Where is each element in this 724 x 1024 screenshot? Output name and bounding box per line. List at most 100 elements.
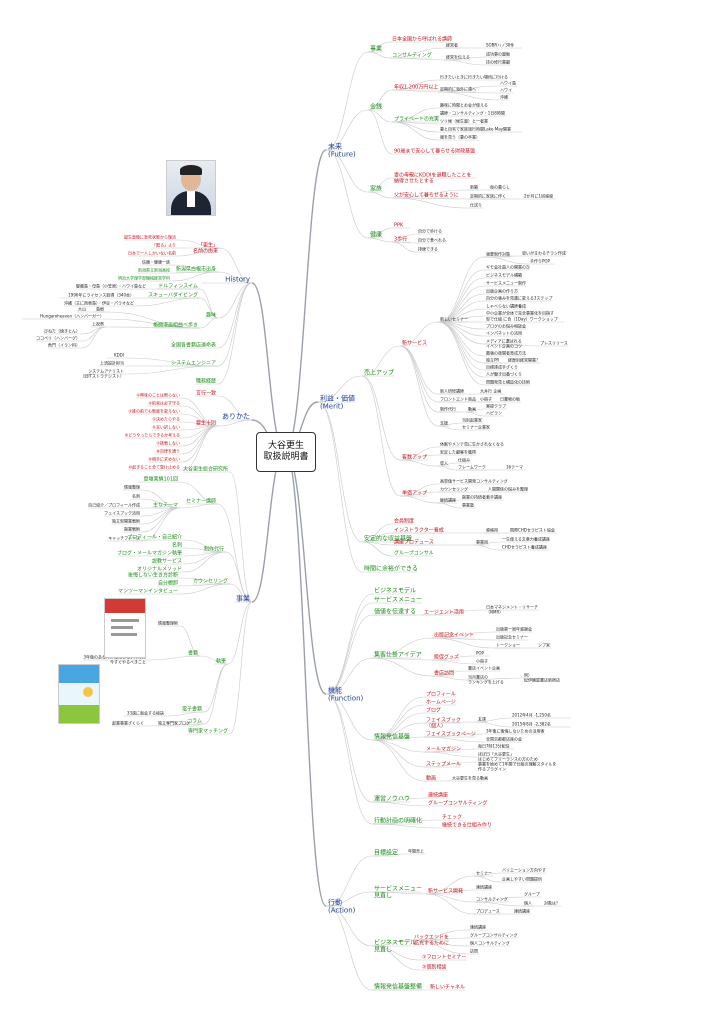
node-label: 起業事業ざくらく — [112, 720, 144, 726]
connector-f-k3 — [367, 109, 393, 155]
node-label: History — [225, 276, 250, 284]
node-label: 家族 — [370, 185, 382, 193]
connector-h-1 — [219, 247, 253, 284]
connector-m-u3c — [399, 495, 439, 504]
node-action: 行動(Action) — [328, 898, 356, 915]
node-label: スキューバダイビング — [148, 292, 198, 299]
node-label: 仕組み — [458, 457, 470, 463]
connector-f-kazoku — [325, 149, 369, 193]
node-label: ②個別相談 — [422, 964, 446, 971]
node-label: 安定的な収益基盤 — [364, 535, 412, 543]
node-j-3d: 説教サービス — [152, 558, 182, 565]
connector-a-2a2 — [425, 889, 475, 895]
node-label: 大井行 企画 — [480, 388, 501, 394]
node-fn-4a3: トークショー — [496, 642, 520, 648]
node-label: ココペリ（ハンバーグ） — [36, 335, 80, 341]
node-label: 独立型開業戦術 — [112, 518, 140, 524]
node-j-5c1: 起業事業ざくらく — [112, 720, 144, 726]
node-label: ⑥どうやったらできるか考える — [125, 432, 180, 438]
node-fn-3a1: 日本マネジメント・リサーチ（NMR） — [486, 604, 538, 615]
node-label: 当別起業家 — [462, 417, 482, 423]
connector-fn-7b — [371, 823, 441, 829]
node-fn-5b: ホームページ — [426, 700, 456, 706]
node-label: 継続講座 — [440, 497, 456, 503]
node-label: 信頼・健康一族 — [142, 259, 170, 265]
node-label: 毎の暮らし — [490, 184, 510, 190]
connector-a-1a — [371, 853, 407, 857]
node-label: 33週に面会する秘訣 — [127, 710, 164, 716]
node-fn-6a: 連続講座 — [428, 792, 448, 799]
node-label: 利益・価値 — [320, 394, 355, 403]
node-j-2: セミナー講師 — [186, 498, 216, 505]
connector-m-u2 — [361, 375, 401, 461]
connector-h-3c — [199, 317, 219, 329]
node-h-5a: KDDI — [114, 353, 124, 358]
node-label: 事業 — [370, 45, 382, 53]
node-label: コラム — [187, 719, 202, 725]
connector-ar-1 — [217, 395, 253, 421]
node-m-s16: 人が働き出番づくり — [486, 371, 522, 377]
node-fn-5c: ブログ — [426, 707, 441, 714]
node-a-2a3a: グループ — [524, 891, 540, 897]
book-cover-grass — [59, 705, 99, 723]
node-label: セミナー講師 — [186, 498, 216, 505]
node-label: 機能 — [328, 686, 342, 695]
node-m-u2c2: フレームワーク — [458, 464, 486, 470]
node-fn-4a1: 出版第一周年感謝会 — [496, 626, 532, 632]
node-a-3a1: 連続講座 — [470, 924, 486, 930]
node-m-u2c1: 仕組み — [458, 457, 470, 463]
connector-m-jikan — [317, 401, 363, 573]
node-label: 魚門（イラン料） — [48, 342, 80, 348]
connector-m-u3 — [361, 375, 401, 497]
node-label: 格闘漫画組曲べ歩き — [153, 322, 198, 329]
node-label: 高単価サービス開発コンサルティング — [440, 478, 508, 484]
book-cover-text-line — [111, 626, 133, 629]
node-h-1a: 誕生直後に急死状態から復活 — [124, 234, 176, 240]
node-fn-6: 運営ノウハウ — [374, 795, 410, 803]
connector-m-s1b — [483, 256, 529, 265]
node-m-u1d: 制作代行 — [440, 406, 456, 412]
node-label: プライベートの充実 — [394, 116, 439, 123]
node-m-a1: 会員制度 — [394, 518, 414, 525]
node-label: フェイスブックページ — [426, 731, 476, 738]
node-label: 3歩行 — [394, 236, 407, 243]
node-m-s17: 問題発見と構造化の技術 — [486, 379, 530, 385]
node-m-s3: ビジネスモデル構築 — [486, 272, 522, 278]
node-label: グループ — [524, 891, 540, 897]
profile-photo — [166, 160, 216, 216]
connector-a-2a1 — [425, 875, 475, 895]
node-h-3c2: Hungaroheaven（ハンバーガー） — [40, 313, 104, 319]
node-m-s1: 強要制作対策 — [486, 251, 510, 257]
connector-fn-6 — [325, 693, 373, 803]
connector-j-1 — [229, 471, 253, 603]
node-j-4c: マンツーマンインタビュー — [118, 588, 178, 595]
node-label: 友達 — [478, 716, 486, 722]
node-label: フェイスブック活用 — [104, 510, 140, 516]
node-label: カウンセリング — [440, 486, 468, 492]
node-fn-4b: 販促グッズ — [434, 654, 459, 661]
connector-h-6 — [217, 282, 253, 385]
connector-a-1 — [325, 855, 373, 907]
node-m-u3b1: 人間関係の悩みを整理 — [488, 486, 528, 492]
node-label: 訪問 — [470, 948, 478, 954]
connector-m-u1 — [361, 345, 401, 377]
node-label: 技の修行業顧 — [486, 59, 510, 65]
node-label: ブログ・メールマガジン執筆 — [117, 550, 182, 557]
node-j-4: カウンセリング — [193, 578, 228, 585]
connector-j-5 — [227, 601, 253, 665]
node-label: 出版記念イベント — [434, 632, 474, 639]
node-f-kz2a1: 毎の暮らし — [490, 184, 510, 190]
node-label: 全国各書籍店運命表 — [171, 342, 216, 349]
connector-fn-5e — [371, 736, 425, 741]
node-label: 行動計画の明確化 — [374, 817, 422, 825]
node-fn-3a: エージェント活用 — [424, 609, 464, 616]
connector-j-3 — [225, 551, 253, 603]
node-label: 成功事の量販 — [486, 51, 510, 57]
node-a-1: 目標設定 — [374, 849, 398, 857]
node-m-a3a2: CHDセラピスト養成講座 — [502, 544, 547, 550]
node-f-k2: プライベートの充実 — [394, 116, 439, 123]
connector-a-2a1b — [473, 875, 501, 883]
connector-ar-2g — [181, 425, 219, 447]
connector-m-s16 — [437, 321, 485, 378]
